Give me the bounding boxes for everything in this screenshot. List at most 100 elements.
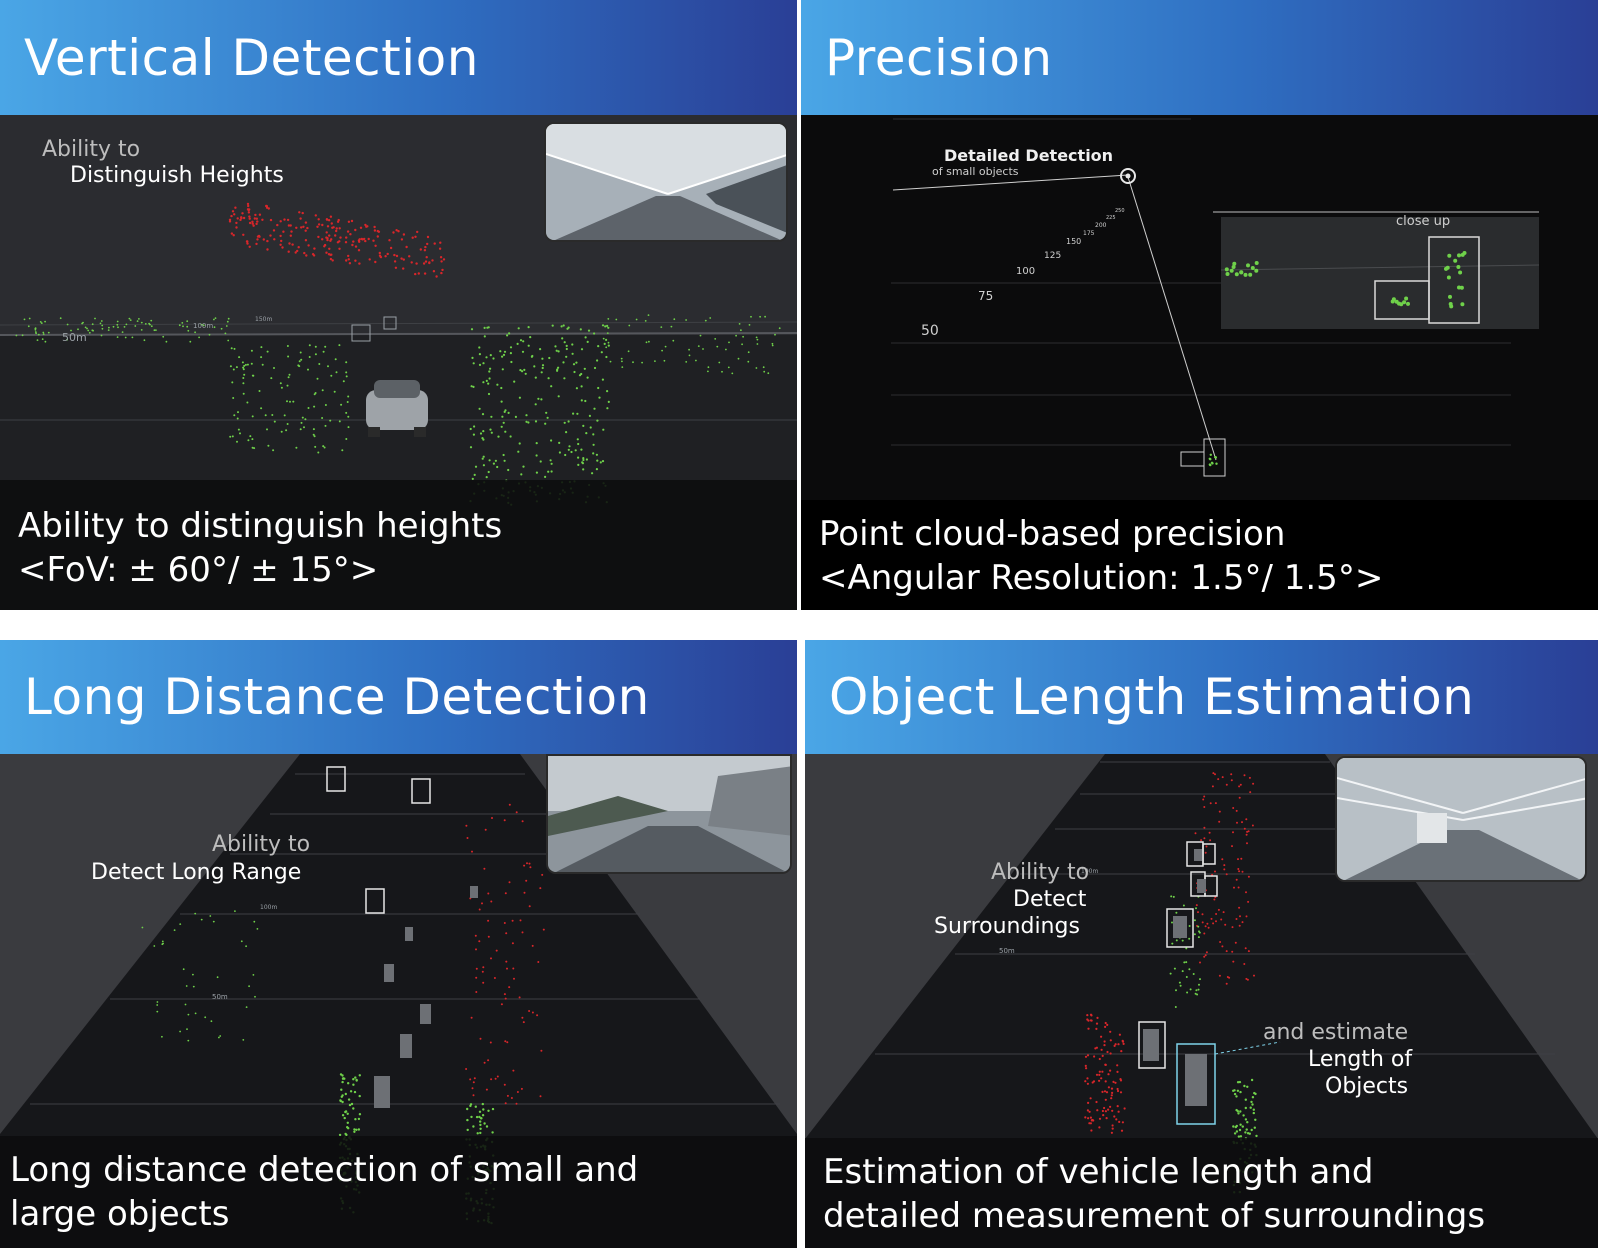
tunnel-camera-image xyxy=(546,124,786,240)
point xyxy=(346,401,349,403)
point xyxy=(290,230,293,233)
point xyxy=(1118,1120,1121,1123)
point xyxy=(141,926,144,929)
point xyxy=(1211,873,1214,876)
point xyxy=(1204,851,1207,854)
point xyxy=(1230,773,1233,776)
point xyxy=(1107,1108,1110,1111)
point xyxy=(236,417,239,420)
point xyxy=(433,242,436,245)
point xyxy=(1238,1080,1242,1084)
point xyxy=(506,1094,509,1097)
overlay-label-large: Distinguish Heights xyxy=(70,163,284,188)
camera-inset-tunnel xyxy=(1335,756,1587,882)
point xyxy=(1115,1118,1118,1121)
point xyxy=(489,1041,492,1044)
point xyxy=(357,1128,361,1131)
point xyxy=(314,214,317,217)
point xyxy=(481,902,483,905)
point xyxy=(1086,1082,1089,1085)
point xyxy=(695,359,697,362)
point xyxy=(439,256,443,259)
point xyxy=(150,319,153,322)
point xyxy=(1114,1043,1117,1046)
point xyxy=(465,824,468,827)
point xyxy=(1084,1080,1087,1083)
point xyxy=(347,220,351,223)
point xyxy=(1206,922,1209,925)
point xyxy=(241,212,244,215)
point xyxy=(1110,1131,1113,1134)
point xyxy=(482,981,485,984)
point xyxy=(279,220,282,223)
point xyxy=(210,1020,213,1023)
road-camera-image xyxy=(548,756,790,872)
point xyxy=(568,445,571,448)
caption-line: large objects xyxy=(10,1194,230,1234)
point xyxy=(621,360,623,363)
point xyxy=(343,1116,346,1120)
point xyxy=(1188,937,1191,940)
point xyxy=(540,398,543,401)
point xyxy=(488,370,491,373)
point xyxy=(741,343,743,346)
point xyxy=(607,344,610,347)
point xyxy=(582,424,585,427)
point xyxy=(1245,977,1248,980)
point xyxy=(549,459,552,462)
point xyxy=(707,370,709,373)
point xyxy=(242,366,245,369)
point xyxy=(1204,954,1207,957)
point xyxy=(292,400,295,403)
point xyxy=(567,420,570,423)
range-label: 175 xyxy=(1083,230,1095,237)
point xyxy=(295,226,298,229)
point xyxy=(1101,1090,1104,1093)
car-render xyxy=(366,380,428,437)
point xyxy=(535,442,538,445)
point xyxy=(579,328,582,331)
point xyxy=(475,976,478,979)
point xyxy=(333,390,336,393)
point xyxy=(1215,462,1218,465)
point xyxy=(534,420,538,423)
point xyxy=(748,324,751,326)
point xyxy=(254,995,256,998)
point xyxy=(508,332,511,335)
point xyxy=(521,931,524,934)
point xyxy=(1106,1023,1109,1026)
point xyxy=(510,360,513,364)
point xyxy=(490,957,492,960)
point xyxy=(312,433,315,436)
point xyxy=(560,325,563,328)
point xyxy=(478,346,481,349)
point xyxy=(1185,961,1188,964)
point xyxy=(601,324,605,327)
point xyxy=(581,462,585,465)
point xyxy=(94,317,96,320)
point xyxy=(1212,922,1215,925)
point xyxy=(1111,1109,1114,1112)
point xyxy=(547,470,550,473)
point xyxy=(509,435,512,438)
point xyxy=(487,392,491,396)
point xyxy=(1235,1124,1238,1128)
point xyxy=(422,262,426,265)
point xyxy=(1233,1092,1237,1096)
point xyxy=(632,361,634,364)
point xyxy=(300,226,303,229)
point xyxy=(1445,265,1450,270)
point xyxy=(731,372,734,375)
point xyxy=(504,892,507,895)
point xyxy=(524,372,527,375)
point xyxy=(767,372,770,375)
range-label: 75 xyxy=(978,289,993,303)
point xyxy=(286,400,288,403)
point xyxy=(414,235,417,238)
point xyxy=(23,318,26,321)
point xyxy=(357,1117,361,1121)
point xyxy=(27,325,30,328)
point xyxy=(299,428,302,431)
point xyxy=(521,350,525,353)
point xyxy=(482,362,485,365)
